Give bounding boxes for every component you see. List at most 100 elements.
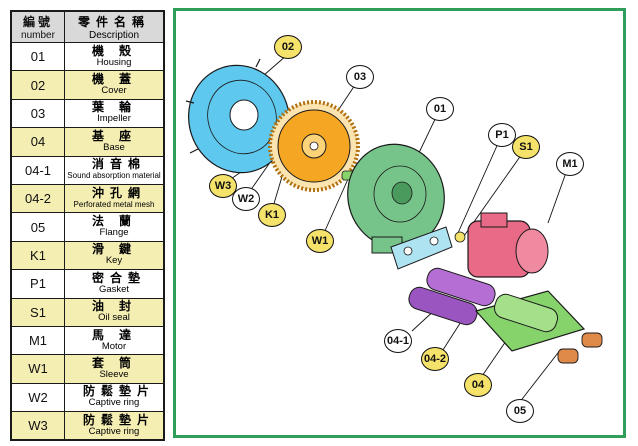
part-name-zh: 套筒 [91, 355, 146, 370]
base-part [474, 290, 586, 352]
header-description-zh: 零件名稱 [77, 15, 150, 29]
part-name-zh: 葉輪 [91, 100, 146, 115]
part-name-en: Captive ring [88, 425, 140, 437]
part-name-zh: 防鬆墊片 [82, 384, 155, 399]
impeller-part [268, 100, 360, 192]
callout-04-1: 04-1 [384, 329, 412, 353]
part-name-zh: 防鬆墊片 [82, 412, 155, 427]
part-number: 04-1 [10, 155, 65, 185]
part-number: 02 [10, 70, 65, 100]
part-name-en: Sleeve [99, 368, 129, 380]
callout-02: 02 [274, 35, 302, 59]
part-number: W2 [10, 382, 65, 413]
part-name-en: Captive ring [88, 397, 140, 409]
part-number: 03 [10, 98, 65, 129]
oil-seal-part [454, 231, 466, 243]
part-name-en: Motor [101, 340, 127, 352]
part-number: M1 [10, 325, 65, 356]
motor-part [467, 212, 549, 278]
part-number: W3 [10, 411, 65, 441]
part-number: K1 [10, 240, 65, 271]
header-description-en: Description [88, 30, 140, 41]
callout-w1: W1 [306, 229, 334, 253]
gasket-part [390, 226, 453, 270]
part-number: W1 [10, 354, 65, 384]
callout-p1: P1 [488, 123, 516, 147]
part-number: 04 [10, 127, 65, 157]
callout-s1: S1 [512, 135, 540, 159]
part-name-zh: 油封 [91, 299, 146, 314]
part-name-zh: 滑鍵 [91, 242, 146, 257]
exploded-view-panel: 02 03 01 P1 S1 M1 W3 W2 K1 W1 04-1 04-2 … [173, 8, 626, 438]
header-number-en: number [21, 30, 55, 41]
callout-03: 03 [346, 65, 374, 89]
legend-header-description: 零件名稱 Description [64, 10, 165, 43]
part-name-zh: 馬達 [91, 327, 146, 342]
part-name-en: Perforated metal mesh [73, 199, 155, 209]
absorber-parts [408, 267, 496, 326]
callout-w3: W3 [209, 174, 237, 198]
part-name-en: Oil seal [98, 312, 130, 324]
flange-parts [557, 332, 603, 364]
callout-04-2: 04-2 [421, 347, 449, 371]
part-name-en: Cover [101, 85, 127, 97]
part-number: 05 [10, 212, 65, 242]
callout-01: 01 [426, 97, 454, 121]
part-name-en: Gasket [98, 283, 130, 295]
part-name-zh: 消音棉 [91, 157, 146, 172]
part-name-zh: 沖孔網 [91, 185, 146, 200]
callout-m1: M1 [556, 152, 584, 176]
part-number: 01 [10, 41, 65, 72]
part-number: 04-2 [10, 183, 65, 214]
part-name-en: Impeller [97, 113, 131, 125]
part-name-zh: 機殼 [91, 43, 146, 58]
part-name-en: Base [103, 141, 125, 153]
part-name-zh: 基座 [91, 128, 146, 143]
part-name-zh: 機蓋 [91, 72, 146, 87]
part-number: S1 [10, 297, 65, 327]
part-name-en: Key [105, 255, 123, 267]
part-name-en: Flange [99, 227, 129, 239]
callout-05: 05 [506, 399, 534, 423]
callout-04: 04 [464, 373, 492, 397]
part-name-en: Housing [96, 56, 132, 68]
header-number-zh: 編號 [22, 15, 53, 29]
callout-k1: K1 [258, 203, 286, 227]
part-name-zh: 法蘭 [91, 214, 146, 229]
part-number: P1 [10, 269, 65, 299]
leader-lines [227, 54, 569, 404]
part-name-en: Sound absorption material [67, 171, 161, 181]
callout-w2: W2 [232, 187, 260, 211]
legend-header-row: 編號 number 零件名稱 Description [10, 10, 165, 43]
legend-header-number: 編號 number [10, 10, 65, 43]
